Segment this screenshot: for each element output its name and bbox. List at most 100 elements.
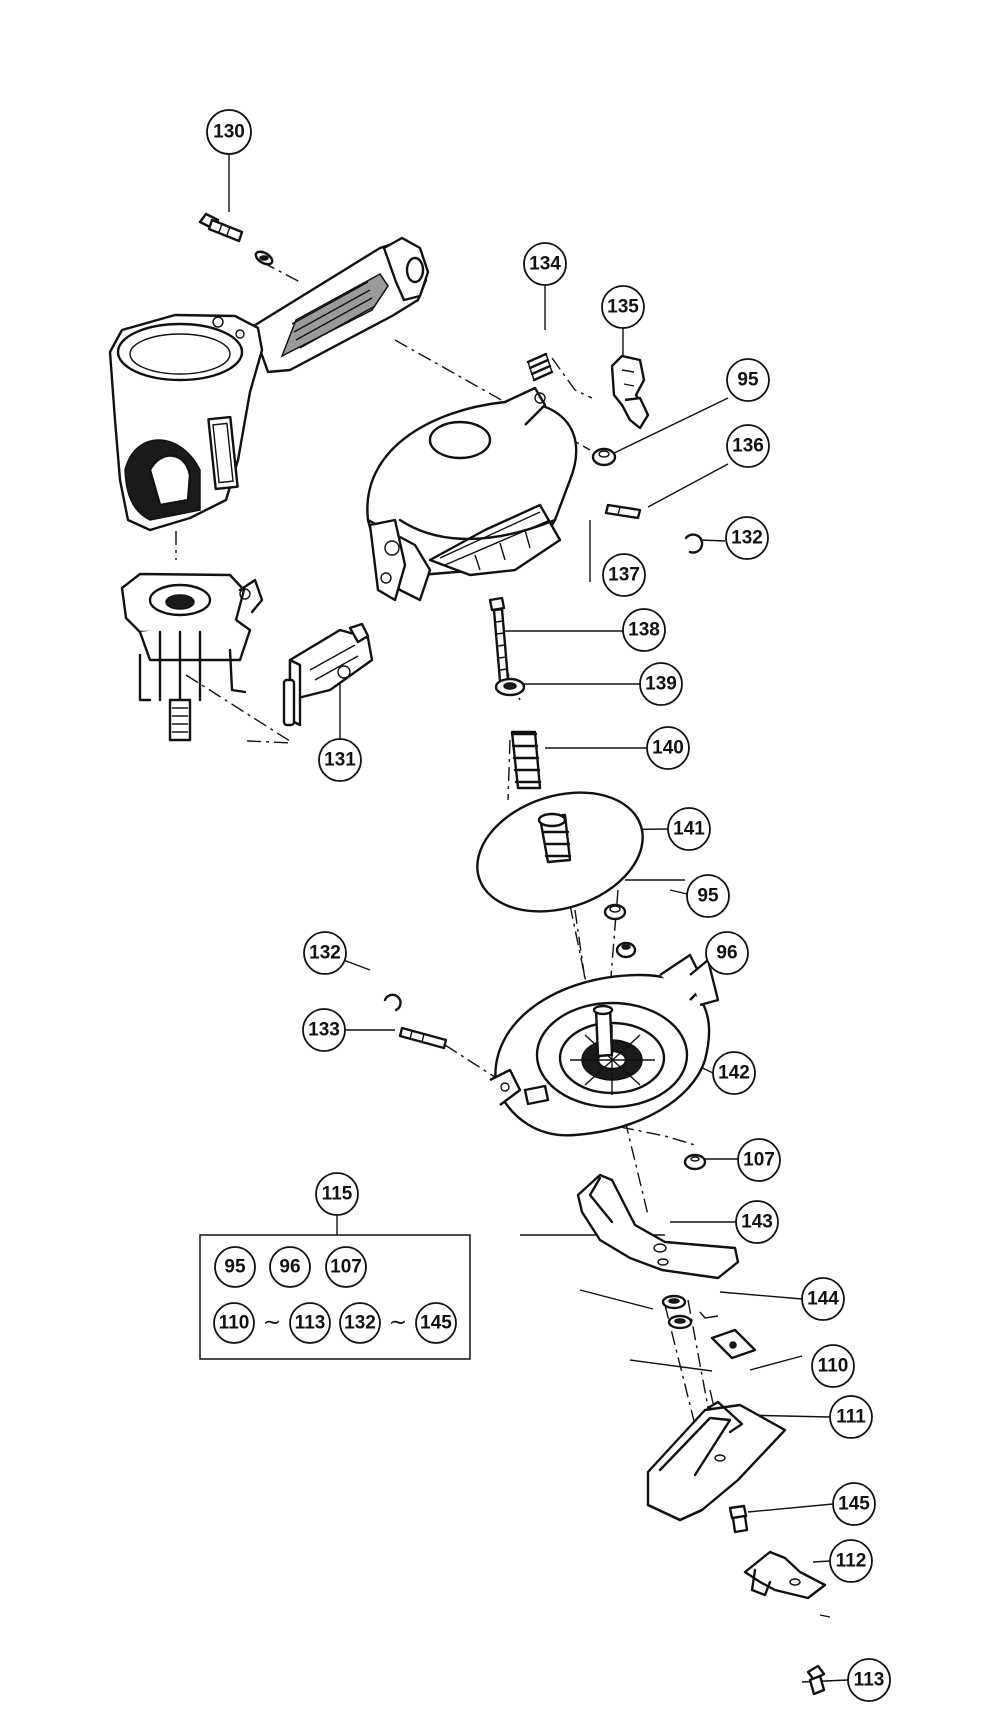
callout-107-label: 107 (743, 1150, 775, 1171)
callout-131-label: 131 (324, 750, 356, 771)
callout-110: 110 (811, 1344, 855, 1388)
callout-95-lower-label: 95 (697, 886, 719, 907)
cylinder-assembly (120, 572, 264, 742)
callout-112-label: 112 (836, 1551, 867, 1572)
part-130-bolt (198, 212, 274, 266)
kit-item-95: 95 (214, 1246, 256, 1288)
body-housing (108, 236, 430, 532)
callouts: 130 134 135 95 136 132 137 138 (206, 109, 891, 1702)
part-132-ering-top (684, 533, 704, 554)
callout-111-label: 111 (836, 1407, 866, 1428)
callout-144-label: 144 (807, 1289, 839, 1310)
kit-115-group: 95 96 107 110 ~ 113 132 ~ 145 (199, 1215, 471, 1360)
part-96-cap (615, 941, 637, 959)
kit-item-107: 107 (325, 1246, 367, 1288)
callout-139: 139 (639, 662, 683, 706)
kit-item-96-label: 96 (279, 1257, 300, 1278)
kit-item-132-label: 132 (344, 1313, 376, 1334)
callout-95-top: 95 (726, 358, 770, 402)
callout-107: 107 (737, 1138, 781, 1182)
callout-113-label: 113 (854, 1670, 885, 1691)
part-113-screw (806, 1664, 826, 1696)
callout-141: 141 (667, 807, 711, 851)
callout-145-label: 145 (838, 1494, 870, 1515)
callout-111: 111 (829, 1395, 873, 1439)
callout-143-label: 143 (741, 1212, 773, 1233)
callout-133: 133 (302, 1008, 346, 1052)
part-136-pin (604, 503, 642, 520)
part-132-ering-lower (383, 993, 402, 1012)
part-141-disc-plate (476, 791, 644, 913)
kit-item-95-label: 95 (224, 1257, 246, 1278)
kit-item-145: 145 (415, 1302, 457, 1344)
part-131-bracket (282, 622, 374, 727)
kit-item-110: 110 (213, 1302, 255, 1344)
callout-95-top-label: 95 (737, 370, 759, 391)
callout-110-label: 110 (818, 1356, 849, 1377)
part-133-pin (398, 1026, 448, 1050)
callout-142-label: 142 (718, 1063, 750, 1084)
kit-item-145-label: 145 (420, 1313, 452, 1334)
part-145-screw (728, 1504, 749, 1534)
part-143-feeder-plate (576, 1173, 740, 1280)
callout-131: 131 (318, 738, 362, 782)
part-135-latch (610, 354, 650, 430)
kit-box (199, 1234, 471, 1360)
callout-115-label: 115 (322, 1184, 353, 1205)
part-139-washer (494, 677, 526, 697)
callout-130-label: 130 (213, 122, 245, 143)
part-107-nut (683, 1153, 707, 1171)
callout-132-top-label: 132 (731, 528, 763, 549)
part-142-magazine-base (489, 953, 720, 1137)
callout-145: 145 (832, 1482, 876, 1526)
callout-141-label: 141 (673, 819, 705, 840)
part-138-screw (488, 596, 510, 683)
part-95-nut-lower (603, 903, 627, 921)
part-137-magazine-cover (366, 386, 578, 602)
kit-item-107-label: 107 (330, 1257, 362, 1278)
callout-136-label: 136 (732, 436, 764, 457)
part-144-washers (661, 1294, 693, 1330)
callout-139-label: 139 (645, 674, 677, 695)
handle-grip-texture (291, 281, 376, 349)
kit-item-110-label: 110 (219, 1313, 250, 1334)
callout-142: 142 (712, 1051, 756, 1095)
part-112-latch-plate (743, 1550, 827, 1600)
callout-135: 135 (601, 285, 645, 329)
callout-132-top: 132 (725, 516, 769, 560)
callout-135-label: 135 (607, 297, 639, 318)
part-140-spring (510, 730, 542, 790)
callout-96-label: 96 (716, 943, 737, 964)
callout-136: 136 (726, 424, 770, 468)
callout-96: 96 (705, 931, 749, 975)
part-134-spring (526, 352, 554, 382)
callout-133-label: 133 (308, 1020, 340, 1041)
kit-item-113: 113 (289, 1302, 331, 1344)
callout-144: 144 (801, 1277, 845, 1321)
callout-138-label: 138 (628, 620, 660, 641)
kit-item-96: 96 (269, 1246, 311, 1288)
callout-132-lower: 132 (303, 931, 347, 975)
part-110-plate (710, 1328, 757, 1360)
callout-134: 134 (523, 242, 567, 286)
callout-130: 130 (206, 109, 252, 155)
callout-140-label: 140 (652, 738, 684, 759)
callout-113: 113 (847, 1658, 891, 1702)
kit-item-113-label: 113 (295, 1313, 326, 1334)
kit-range-symbol-1: ~ (263, 1311, 281, 1336)
callout-138: 138 (622, 608, 666, 652)
callout-112: 112 (829, 1539, 873, 1583)
callout-95-lower: 95 (686, 874, 730, 918)
callout-115: 115 (315, 1172, 359, 1216)
kit-range-symbol-2: ~ (389, 1311, 407, 1336)
part-95-nut-top (591, 447, 617, 467)
part-111-guide-block (646, 1400, 787, 1522)
kit-item-132: 132 (339, 1302, 381, 1344)
callout-132-lower-label: 132 (309, 943, 341, 964)
callout-143: 143 (735, 1200, 779, 1244)
callout-134-label: 134 (529, 254, 561, 275)
callout-137-label: 137 (608, 565, 640, 586)
callout-140: 140 (646, 726, 690, 770)
callout-137: 137 (602, 553, 646, 597)
